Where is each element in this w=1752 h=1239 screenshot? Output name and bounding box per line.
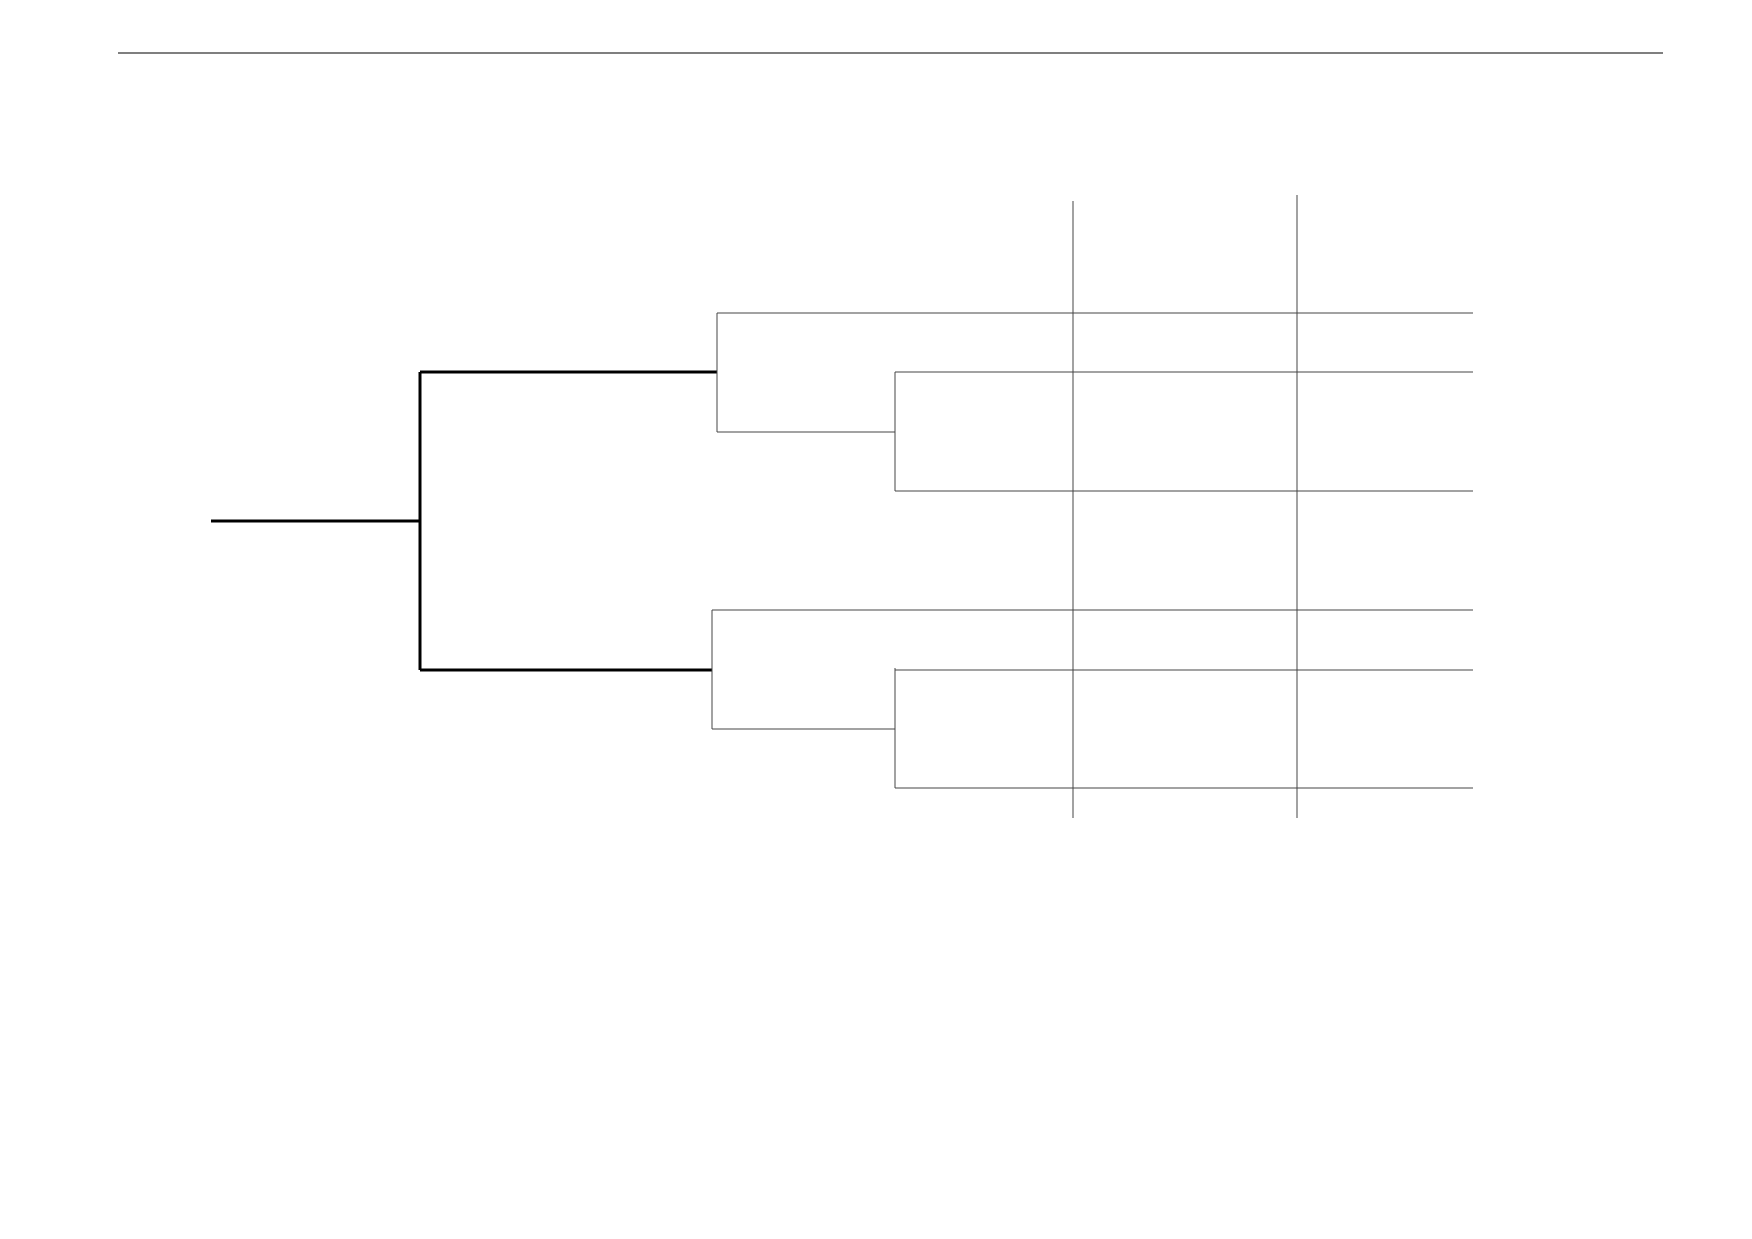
subtree-lines [711,312,1073,789]
table-grid [1072,195,1473,818]
root-bracket [211,370,717,672]
